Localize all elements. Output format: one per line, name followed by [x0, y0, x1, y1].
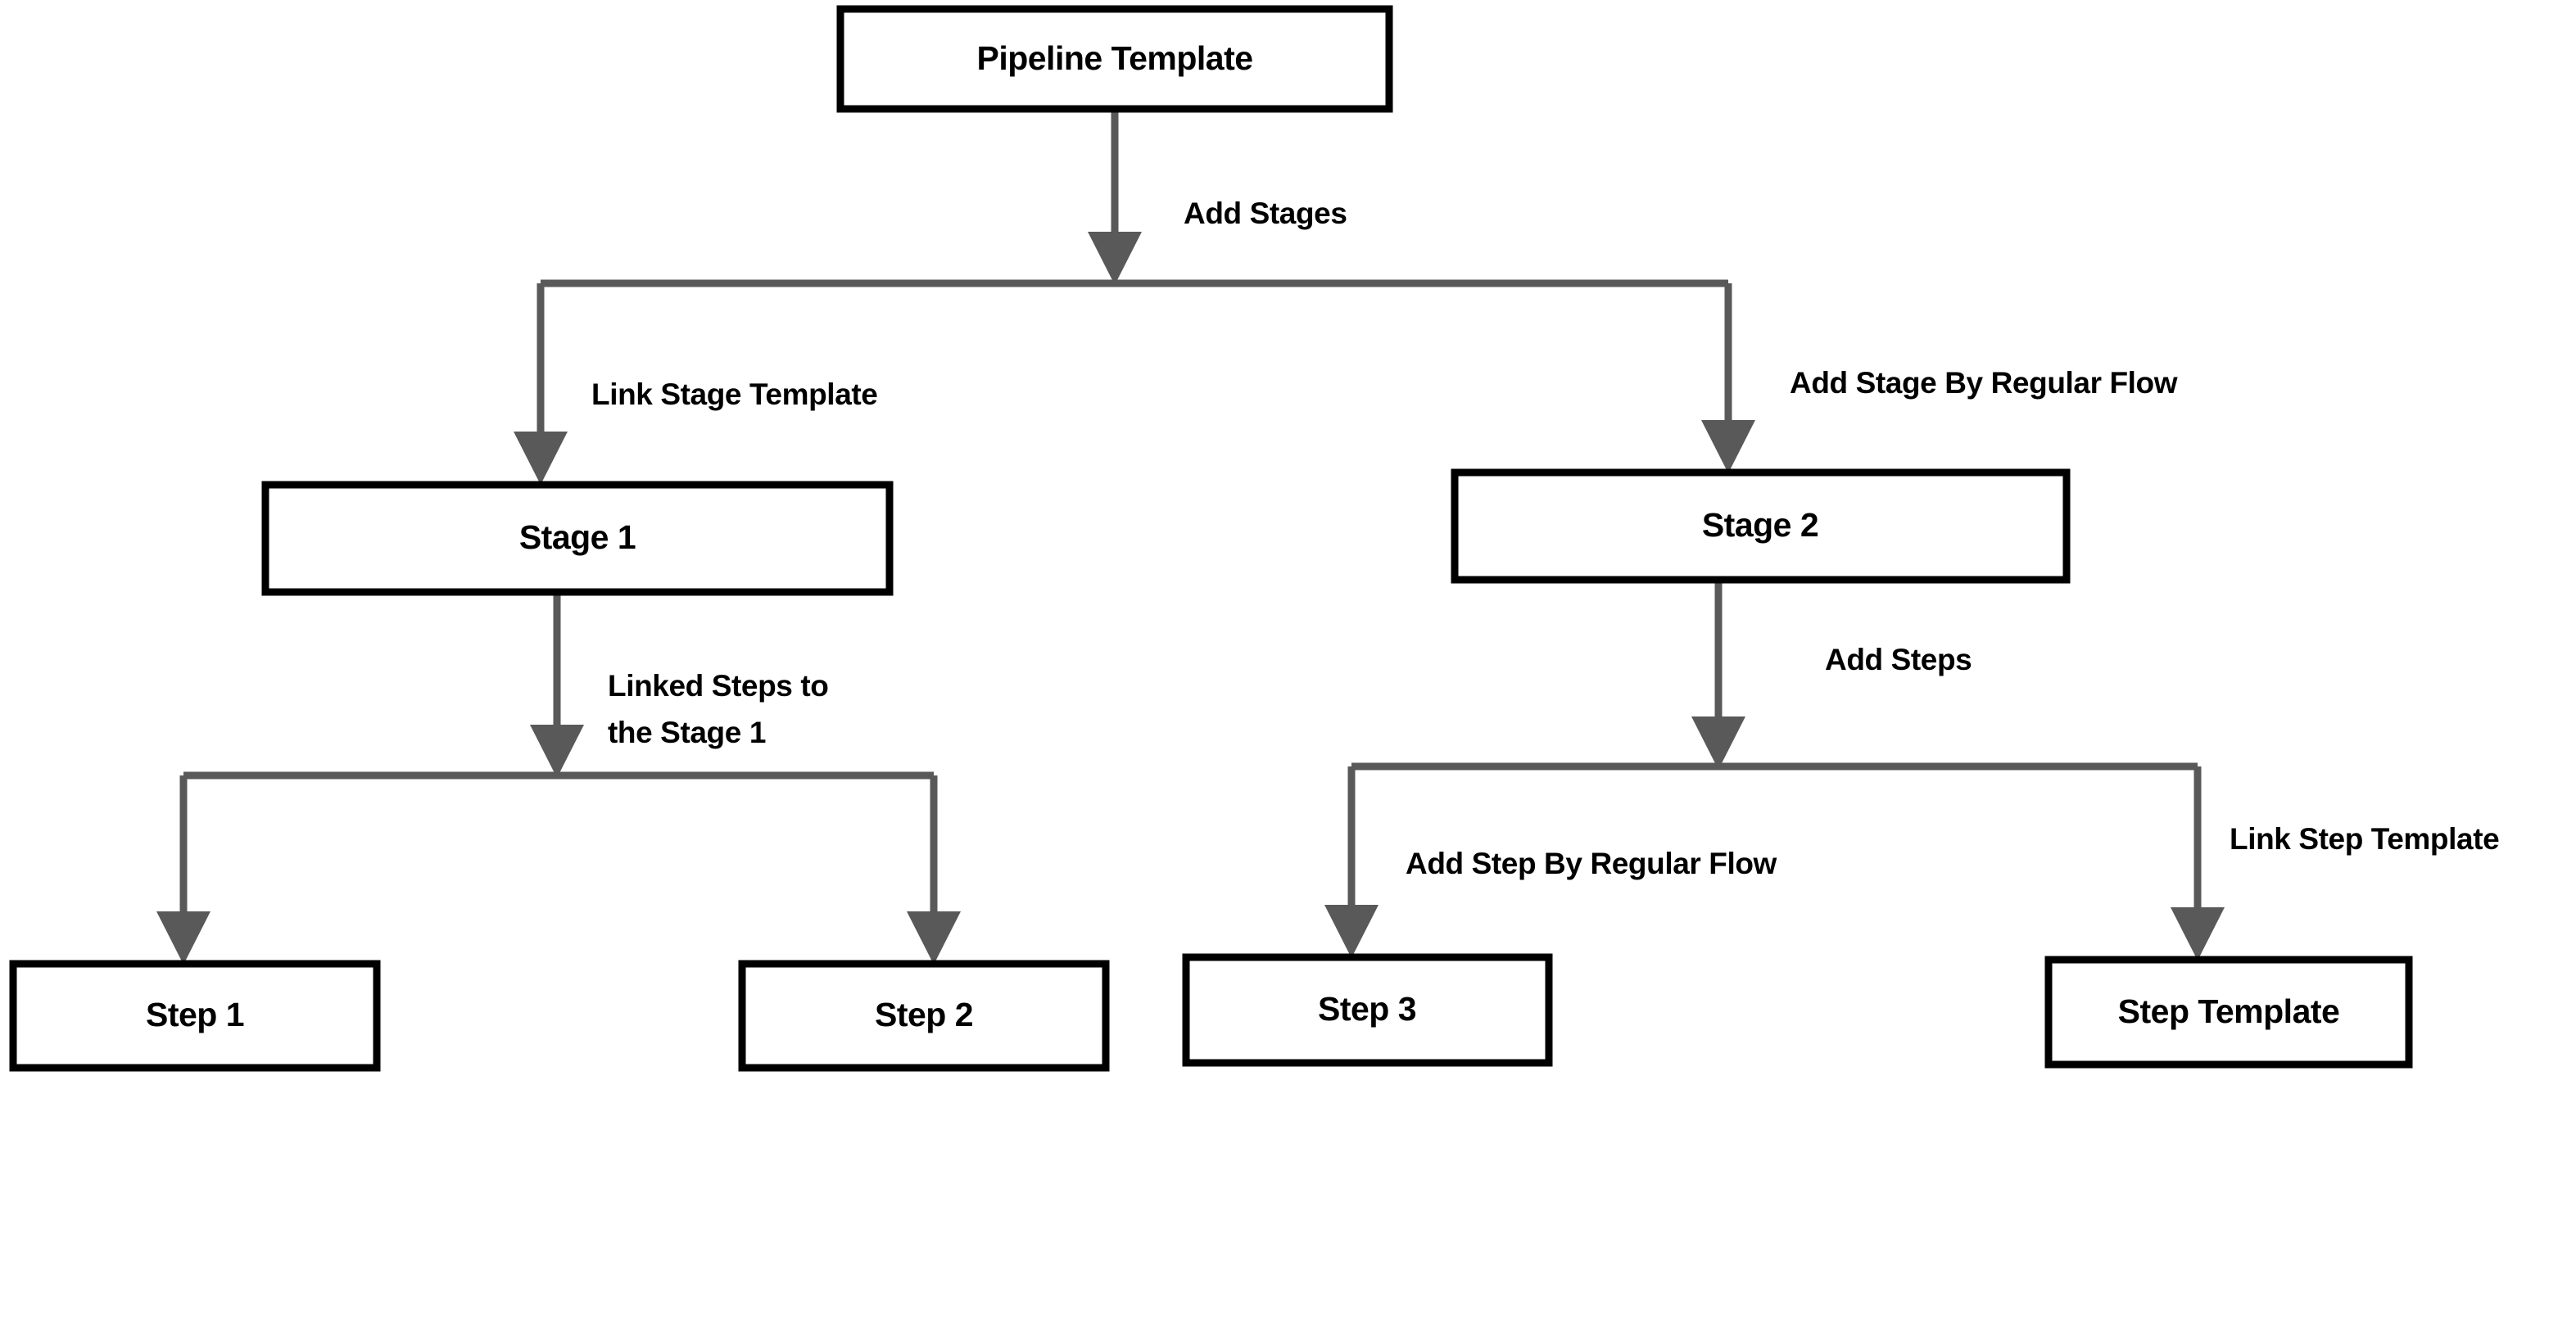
- edge-label-add-stages: Add Stages: [1184, 197, 1347, 230]
- node-pipeline-template-label: Pipeline Template: [976, 39, 1252, 77]
- node-step-2-label: Step 2: [875, 996, 973, 1033]
- edge-add-step-by-regular-flow-arrowhead: [1324, 905, 1379, 958]
- node-step-1-label: Step 1: [146, 996, 244, 1033]
- node-stage-2-label: Stage 2: [1702, 506, 1818, 544]
- edge-label-add-step-by-regular-flow: Add Step By Regular Flow: [1406, 847, 1777, 880]
- edge-add-steps: [1691, 583, 1745, 770]
- edge-to-step-2: [907, 775, 961, 965]
- edge-label-link-step-template: Link Step Template: [2230, 822, 2499, 856]
- node-stage-1-box[interactable]: [261, 481, 894, 596]
- edge-label-linked-steps-to-stage-1-line-2: the Stage 1: [608, 716, 766, 749]
- node-step-1[interactable]: Step 1: [9, 960, 381, 1072]
- node-pipeline-template-box[interactable]: [836, 5, 1393, 113]
- node-step-3-label: Step 3: [1318, 990, 1416, 1028]
- edge-linked-steps-to-stage-1: [530, 595, 584, 778]
- edge-link-step-template-arrowhead: [2171, 907, 2225, 961]
- edge-label-add-steps: Add Steps: [1825, 643, 1972, 676]
- edge-add-stage-by-regular-flow: [1701, 283, 1755, 473]
- node-pipeline-template[interactable]: Pipeline Template: [836, 5, 1393, 113]
- node-stage-2[interactable]: Stage 2: [1451, 468, 2071, 584]
- edge-add-steps-arrowhead: [1691, 716, 1745, 770]
- edge-add-stage-by-regular-flow-arrowhead: [1701, 420, 1755, 473]
- edge-linked-steps-to-stage-1-arrowhead: [530, 725, 584, 778]
- node-stage-2-box[interactable]: [1451, 468, 2071, 584]
- node-step-template[interactable]: Step Template: [2044, 956, 2413, 1069]
- node-step-template-label: Step Template: [2118, 992, 2340, 1030]
- edge-add-stages-arrowhead: [1088, 232, 1142, 285]
- edge-to-step-1-arrowhead: [156, 911, 211, 965]
- node-stage-1[interactable]: Stage 1: [261, 481, 894, 596]
- edge-add-stages: [1088, 112, 1142, 285]
- edge-to-step-1: [156, 775, 211, 965]
- node-step-3[interactable]: Step 3: [1182, 953, 1553, 1067]
- node-step-2[interactable]: Step 2: [738, 960, 1110, 1072]
- node-step-2-box[interactable]: [738, 960, 1110, 1072]
- node-step-template-box[interactable]: [2044, 956, 2413, 1069]
- node-step-1-box[interactable]: [9, 960, 381, 1072]
- edge-link-step-template: [2171, 766, 2225, 961]
- edge-add-step-by-regular-flow: [1324, 766, 1379, 958]
- edge-link-stage-template: [514, 283, 568, 485]
- node-step-3-box[interactable]: [1182, 953, 1553, 1067]
- edge-to-step-2-arrowhead: [907, 911, 961, 965]
- edge-link-stage-template-arrowhead: [514, 432, 568, 485]
- edge-label-linked-steps-to-stage-1-line-1: Linked Steps to: [608, 669, 828, 703]
- edge-label-add-stage-by-regular-flow: Add Stage By Regular Flow: [1790, 366, 2178, 400]
- edge-label-link-stage-template: Link Stage Template: [591, 377, 877, 411]
- node-stage-1-label: Stage 1: [519, 518, 636, 556]
